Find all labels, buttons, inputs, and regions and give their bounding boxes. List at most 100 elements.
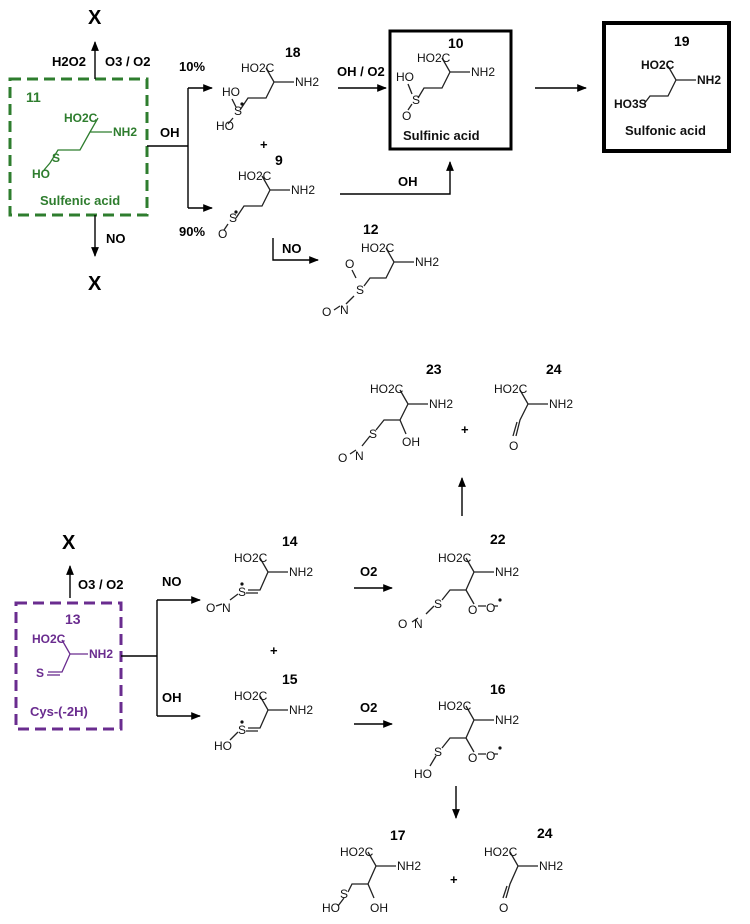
compound-24-top-structure: HO2C NH2 O: [494, 382, 573, 453]
label-ho: HO: [32, 167, 50, 181]
svg-text:N: N: [222, 601, 231, 615]
svg-text:NH2: NH2: [697, 73, 721, 87]
reagent-oh-branch: OH: [160, 125, 180, 140]
svg-text:HO2C: HO2C: [641, 58, 675, 72]
svg-text:HO: HO: [396, 70, 414, 84]
svg-text:NH2: NH2: [495, 713, 519, 727]
compound-17-structure: HO2C NH2 S OH HO: [322, 845, 421, 915]
svg-text:S: S: [356, 283, 364, 297]
compound-number-22: 22: [490, 531, 506, 547]
svg-text:HO2C: HO2C: [361, 241, 395, 255]
svg-text:NH2: NH2: [549, 397, 573, 411]
reagent-o2-15-16: O2: [360, 700, 377, 715]
label-nh2: NH2: [113, 125, 137, 139]
svg-text:HO2C: HO2C: [438, 551, 472, 565]
compound-16-structure: HO2C NH2 S O O HO: [414, 699, 519, 781]
product-x-bottom: X: [88, 273, 102, 295]
compound-19-box: [602, 21, 731, 153]
svg-text:HO: HO: [214, 739, 232, 753]
percent-10: 10%: [179, 59, 205, 74]
plus-18-9: +: [260, 137, 268, 152]
reagent-no-9-12: NO: [282, 241, 302, 256]
svg-text:HO2C: HO2C: [370, 382, 404, 396]
svg-text:S: S: [238, 723, 246, 737]
branch-line-13: [121, 600, 158, 716]
svg-text:NH2: NH2: [415, 255, 439, 269]
svg-text:O: O: [338, 451, 347, 465]
product-x-top: X: [88, 7, 102, 29]
compound-number-12: 12: [363, 221, 379, 237]
cys-2h-name: Cys-(-2H): [30, 704, 88, 719]
svg-text:O: O: [486, 749, 495, 763]
svg-text:NH2: NH2: [89, 647, 113, 661]
svg-text:O: O: [468, 751, 477, 765]
reagent-oh-o2: OH / O2: [337, 64, 385, 79]
svg-text:HO2C: HO2C: [494, 382, 528, 396]
arrow-9-to-10: [340, 161, 454, 195]
svg-text:HO2C: HO2C: [234, 551, 268, 565]
compound-22-structure: HO2C NH2 S O O N O: [398, 551, 519, 631]
svg-text:HO3S: HO3S: [614, 97, 647, 111]
svg-text:S: S: [340, 887, 348, 901]
arrow-9-to-12: [272, 238, 319, 264]
compound-11-box: [8, 77, 149, 217]
svg-text:HO2C: HO2C: [438, 699, 472, 713]
svg-text:O: O: [402, 109, 411, 123]
compound-number-15: 15: [282, 671, 298, 687]
svg-text:OH: OH: [370, 901, 388, 915]
svg-text:N: N: [355, 449, 364, 463]
svg-text:NH2: NH2: [291, 183, 315, 197]
label-s: S: [52, 151, 60, 165]
compound-number-18: 18: [285, 44, 301, 60]
compound-23-structure: HO2C NH2 S OH N O: [338, 382, 453, 465]
svg-text:HO2C: HO2C: [340, 845, 374, 859]
svg-text:HO: HO: [322, 901, 340, 915]
plus-14-15: +: [270, 643, 278, 658]
svg-text:O: O: [468, 603, 477, 617]
svg-text:NH2: NH2: [295, 75, 319, 89]
compound-number-10: 10: [448, 35, 464, 51]
reagent-no-bottom: NO: [162, 574, 182, 589]
svg-text:O: O: [486, 601, 495, 615]
reagent-o3-o2-top: O3 / O2: [105, 54, 151, 69]
compound-number-24-bottom: 24: [537, 825, 553, 841]
svg-text:NH2: NH2: [289, 703, 313, 717]
svg-text:NH2: NH2: [495, 565, 519, 579]
svg-text:O: O: [218, 227, 227, 241]
label-ho2c: HO2C: [64, 111, 98, 125]
reagent-h2o2: H2O2: [52, 54, 86, 69]
svg-text:S: S: [238, 585, 246, 599]
compound-18-structure: HO2C NH2 S HO HO: [216, 61, 319, 133]
compound-number-14: 14: [282, 533, 298, 549]
svg-text:S: S: [36, 666, 44, 680]
branch-line-11: [147, 88, 189, 208]
svg-text:S: S: [434, 745, 442, 759]
reagent-no-top: NO: [106, 231, 126, 246]
svg-text:HO2C: HO2C: [32, 632, 66, 646]
svg-text:NH2: NH2: [289, 565, 313, 579]
compound-number-11: 11: [26, 89, 41, 105]
svg-text:O: O: [322, 305, 331, 319]
svg-text:S: S: [234, 104, 242, 118]
compound-number-23: 23: [426, 361, 442, 377]
svg-text:O: O: [509, 439, 518, 453]
compound-number-24-top: 24: [546, 361, 562, 377]
sulfinic-acid-name: Sulfinic acid: [403, 128, 480, 143]
compound-19-structure: HO2C NH2 HO3S: [614, 58, 721, 111]
sulfenic-acid-name: Sulfenic acid: [40, 193, 120, 208]
svg-text:OH: OH: [402, 435, 420, 449]
compound-10-structure: HO2C NH2 S HO O: [396, 51, 495, 123]
compound-number-19: 19: [674, 33, 690, 49]
compound-10-box: [388, 29, 513, 151]
svg-text:HO2C: HO2C: [234, 689, 268, 703]
svg-text:S: S: [412, 93, 420, 107]
svg-text:HO2C: HO2C: [241, 61, 275, 75]
compound-number-16: 16: [490, 681, 506, 697]
reagent-oh-bottom: OH: [162, 690, 182, 705]
compound-24-bottom-structure: HO2C NH2 O: [484, 845, 563, 915]
svg-text:S: S: [229, 211, 237, 225]
reagent-o2-14-22: O2: [360, 564, 377, 579]
svg-text:NH2: NH2: [471, 65, 495, 79]
